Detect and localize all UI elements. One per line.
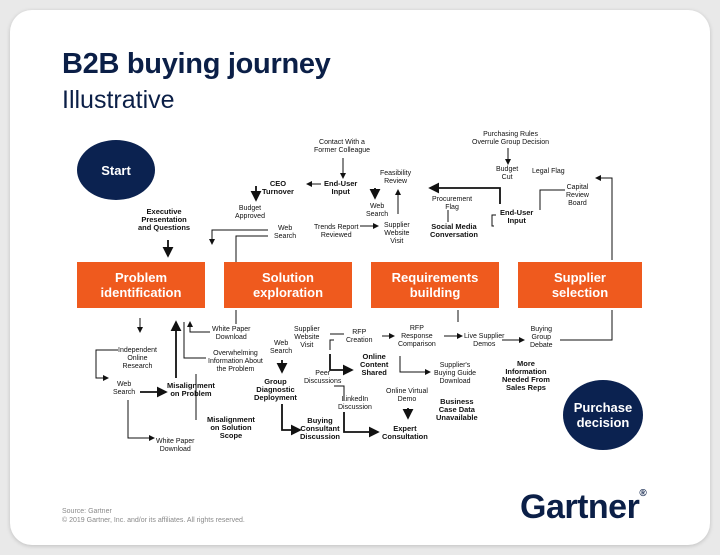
flow-overwhelming-up <box>183 322 206 359</box>
flow-response-down <box>399 356 431 375</box>
flow-linkedin-to-expert <box>343 412 380 438</box>
flow-selection-down <box>560 310 613 341</box>
flow-enduser2-to-social <box>491 214 496 227</box>
flow-research-loop <box>95 349 118 381</box>
label-legal-flag: Legal Flag <box>532 168 565 175</box>
flow-peer-to-linkedin <box>334 385 345 400</box>
flow-group-to-consultant <box>281 404 302 436</box>
flow-capital-up <box>595 175 613 260</box>
start-node: Start <box>77 140 155 200</box>
flow-websearch-down <box>127 400 155 441</box>
flow-capital-to-enduser2 <box>539 189 565 210</box>
gartner-logo: Gartner® <box>520 488 647 526</box>
start-label: Start <box>101 162 131 178</box>
logo-registered-mark: ® <box>639 488 647 499</box>
flow-visit-to-online <box>329 354 354 376</box>
flow-solution-up <box>235 235 268 262</box>
page-subtitle: Illustrative <box>62 86 175 114</box>
flow-supplier-to-peer <box>329 339 334 350</box>
page-title: B2B buying journey <box>62 48 331 80</box>
source-note: Source: Gartner© 2019 Gartner, Inc. and/… <box>62 508 245 524</box>
flow-websearch-to-exec <box>209 229 268 245</box>
flow-enduser2-to-flag <box>428 182 501 204</box>
flow-whitepaper-to-problem <box>187 321 210 333</box>
